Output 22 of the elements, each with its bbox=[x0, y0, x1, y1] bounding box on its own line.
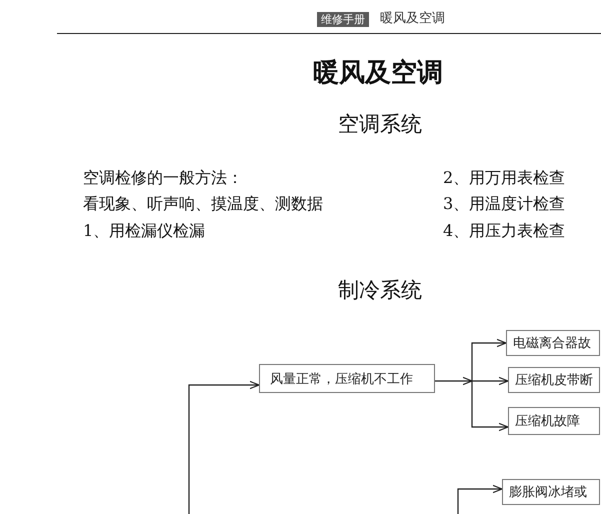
list-item: 4、用压力表检查 bbox=[443, 221, 566, 240]
header-tag: 维修手册 bbox=[317, 12, 369, 27]
list-item: 1、用检漏仪检漏 bbox=[83, 221, 206, 240]
list-item: 2、用万用表检查 bbox=[443, 168, 566, 188]
body-text: 看现象、听声响、摸温度、测数据 bbox=[83, 194, 323, 214]
arrow bbox=[457, 484, 503, 514]
header-title: 暖风及空调 bbox=[380, 11, 445, 27]
section-heading: 制冷系统 bbox=[338, 278, 422, 304]
section-heading: 空调系统 bbox=[338, 112, 422, 138]
process-box: 压缩机皮带断 bbox=[508, 367, 600, 393]
arrow bbox=[188, 380, 260, 514]
list-item: 3、用温度计检查 bbox=[443, 194, 566, 214]
arrow bbox=[471, 338, 507, 381]
process-box: 风量正常，压缩机不工作 bbox=[259, 364, 435, 393]
arrow bbox=[472, 376, 509, 386]
page-title: 暖风及空调 bbox=[313, 58, 443, 90]
process-box: 电磁离合器故 bbox=[506, 330, 600, 356]
process-box: 膨胀阀冰堵或 bbox=[502, 479, 600, 505]
arrow bbox=[471, 381, 509, 432]
body-text: 空调检修的一般方法： bbox=[83, 168, 243, 188]
arrow bbox=[435, 376, 473, 386]
process-box: 压缩机故障 bbox=[508, 407, 600, 435]
